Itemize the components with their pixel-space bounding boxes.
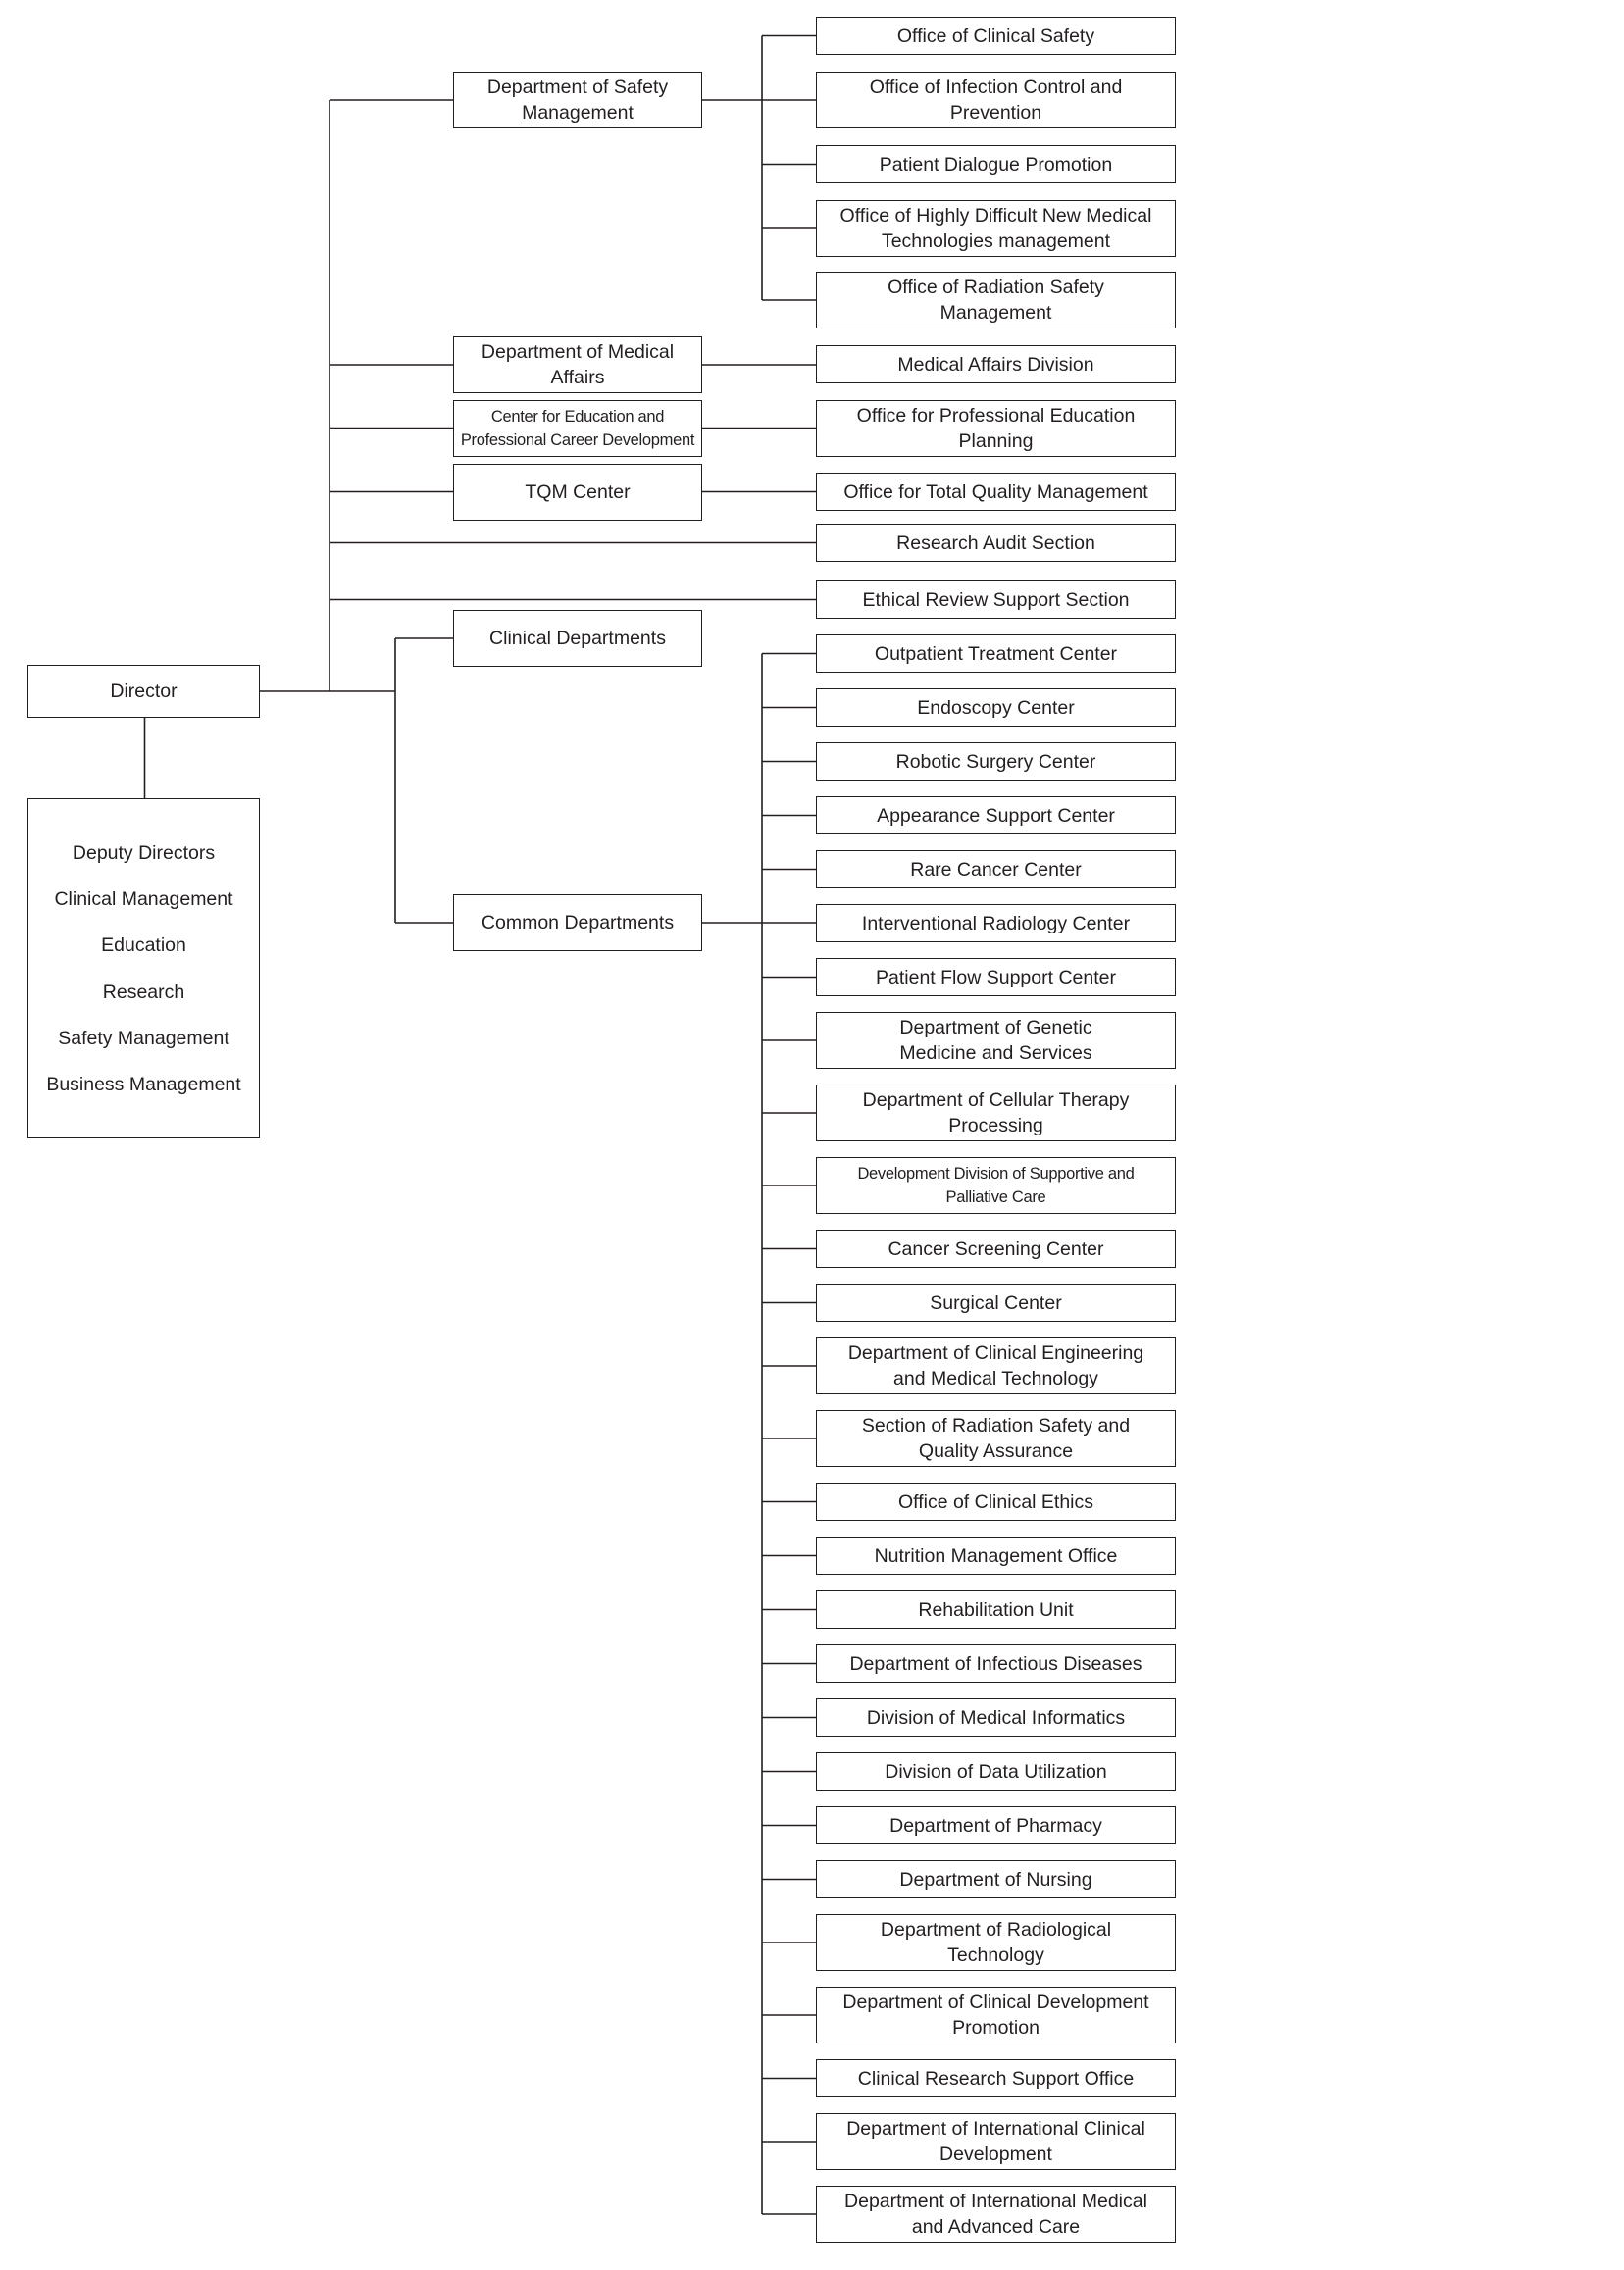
node-common-departments: Common Departments xyxy=(453,894,702,951)
node-section-radiation-safety-quality-assurance: Section of Radiation Safety and Quality … xyxy=(816,1410,1176,1467)
connector-common-children xyxy=(702,652,816,2215)
node-cancer-screening-center: Cancer Screening Center xyxy=(816,1230,1176,1268)
deputy-item-education: Education xyxy=(101,934,186,957)
node-center-education-professional-career-development: Center for Education and Professional Ca… xyxy=(453,400,702,457)
node-office-of-clinical-safety: Office of Clinical Safety xyxy=(816,17,1176,55)
node-surgical-center: Surgical Center xyxy=(816,1284,1176,1322)
node-deputy-directors: Deputy Directors Clinical Management Edu… xyxy=(27,798,260,1138)
deputy-item-business-management: Business Management xyxy=(46,1073,241,1095)
connector-safety-children xyxy=(702,34,816,301)
node-dept-pharmacy: Department of Pharmacy xyxy=(816,1806,1176,1844)
node-dept-infectious-diseases: Department of Infectious Diseases xyxy=(816,1644,1176,1683)
connector-mid-children xyxy=(702,364,816,493)
node-nutrition-management-office: Nutrition Management Office xyxy=(816,1537,1176,1575)
node-appearance-support-center: Appearance Support Center xyxy=(816,796,1176,834)
node-dept-clinical-engineering-medical-technology: Department of Clinical Engineering and M… xyxy=(816,1337,1176,1394)
node-dept-cellular-therapy-processing: Department of Cellular Therapy Processin… xyxy=(816,1085,1176,1141)
node-office-for-total-quality-management: Office for Total Quality Management xyxy=(816,473,1176,511)
node-clinical-departments: Clinical Departments xyxy=(453,610,702,667)
node-medical-affairs-division: Medical Affairs Division xyxy=(816,345,1176,383)
connector-trunk xyxy=(329,99,816,691)
node-office-of-clinical-ethics: Office of Clinical Ethics xyxy=(816,1483,1176,1521)
deputy-item-clinical-management: Clinical Management xyxy=(54,888,233,911)
node-interventional-radiology-center: Interventional Radiology Center xyxy=(816,904,1176,942)
node-tqm-center: TQM Center xyxy=(453,464,702,521)
node-dept-medical-affairs: Department of Medical Affairs xyxy=(453,336,702,393)
deputy-item-research: Research xyxy=(102,981,185,1003)
node-patient-flow-support-center: Patient Flow Support Center xyxy=(816,958,1176,996)
node-division-data-utilization: Division of Data Utilization xyxy=(816,1752,1176,1791)
node-office-for-professional-education-planning: Office for Professional Education Planni… xyxy=(816,400,1176,457)
node-office-of-infection-control: Office of Infection Control and Preventi… xyxy=(816,72,1176,128)
node-dept-safety-management: Department of Safety Management xyxy=(453,72,702,128)
node-robotic-surgery-center: Robotic Surgery Center xyxy=(816,742,1176,781)
node-clinical-research-support-office: Clinical Research Support Office xyxy=(816,2059,1176,2097)
connector-departments-branch xyxy=(394,637,453,924)
node-office-of-highly-difficult-new-medical-technologies: Office of Highly Difficult New Medical T… xyxy=(816,200,1176,257)
node-patient-dialogue-promotion: Patient Dialogue Promotion xyxy=(816,145,1176,183)
node-endoscopy-center: Endoscopy Center xyxy=(816,688,1176,727)
node-director: Director xyxy=(27,665,260,718)
node-division-medical-informatics: Division of Medical Informatics xyxy=(816,1698,1176,1737)
node-dept-international-clinical-development: Department of International Clinical Dev… xyxy=(816,2113,1176,2170)
node-dept-international-medical-advanced-care: Department of International Medical and … xyxy=(816,2186,1176,2243)
node-dept-clinical-development-promotion: Department of Clinical Development Promo… xyxy=(816,1987,1176,2043)
node-dept-nursing: Department of Nursing xyxy=(816,1860,1176,1898)
deputy-item-safety-management: Safety Management xyxy=(58,1027,229,1049)
node-dept-genetic-medicine-services: Department of Genetic Medicine and Servi… xyxy=(816,1012,1176,1069)
node-development-division-supportive-palliative-care: Development Division of Supportive and P… xyxy=(816,1157,1176,1214)
node-office-of-radiation-safety: Office of Radiation Safety Management xyxy=(816,272,1176,328)
node-rehabilitation-unit: Rehabilitation Unit xyxy=(816,1590,1176,1629)
node-rare-cancer-center: Rare Cancer Center xyxy=(816,850,1176,888)
node-research-audit-section: Research Audit Section xyxy=(816,524,1176,562)
node-ethical-review-support-section: Ethical Review Support Section xyxy=(816,580,1176,619)
node-outpatient-treatment-center: Outpatient Treatment Center xyxy=(816,634,1176,673)
node-dept-radiological-technology: Department of Radiological Technology xyxy=(816,1914,1176,1971)
deputy-item-deputy-directors: Deputy Directors xyxy=(72,842,216,864)
